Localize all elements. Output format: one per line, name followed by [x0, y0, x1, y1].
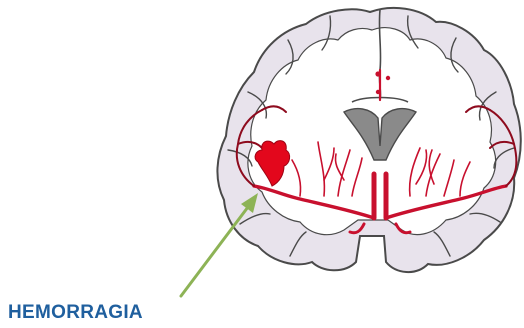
- pointer-arrow: [181, 193, 258, 296]
- hemorrhage-label: HEMORRAGIA: [8, 302, 143, 324]
